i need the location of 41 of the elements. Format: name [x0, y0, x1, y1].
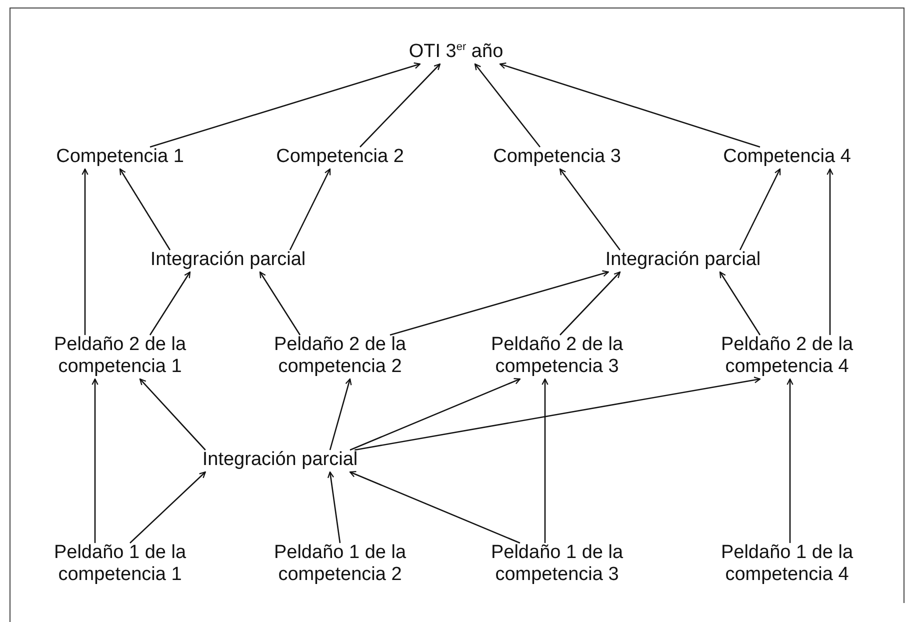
text-label: OTI 3$^{er}$ año — [408, 41, 504, 63]
text-label: Peldaño 2 de la competencia 2 — [265, 334, 415, 378]
arrow — [542, 378, 548, 543]
arrow — [329, 378, 352, 450]
arrow — [82, 168, 88, 335]
arrow — [289, 168, 331, 250]
text-label: Integración parcial — [202, 449, 358, 471]
arrow — [499, 62, 760, 148]
text-label: Integración parcial — [150, 249, 306, 271]
text-label: Peldaño 2 de la competencia 3 — [482, 334, 632, 378]
arrow — [327, 471, 341, 544]
text-label: Competencia 2 — [276, 146, 404, 168]
text-label: Integración parcial — [605, 249, 761, 271]
arrow — [149, 271, 191, 336]
arrow — [259, 271, 301, 336]
arrow — [350, 378, 521, 451]
text-label: Peldaño 2 de la competencia 1 — [45, 334, 195, 378]
arrow — [139, 378, 206, 450]
text-label: Peldaño 1 de la competencia 4 — [712, 542, 862, 586]
text-label: Peldaño 2 de la competencia 4 — [712, 334, 862, 378]
arrow — [719, 271, 761, 336]
arrow — [360, 63, 441, 148]
arrow — [474, 63, 541, 148]
arrow — [92, 378, 98, 543]
text-label: Peldaño 1 de la competencia 2 — [265, 542, 415, 586]
text-label: Competencia 1 — [56, 146, 184, 168]
arrow — [150, 62, 421, 148]
arrow — [560, 271, 621, 336]
arrow — [559, 168, 621, 250]
arrow — [739, 168, 781, 250]
text-label: Peldaño 1 de la competencia 1 — [45, 542, 195, 586]
arrow — [390, 270, 609, 336]
arrow — [119, 168, 171, 250]
text-label: Peldaño 1 de la competencia 3 — [482, 542, 632, 586]
arrow — [826, 168, 834, 335]
text-label: Competencia 4 — [723, 146, 851, 168]
arrow — [130, 471, 206, 544]
arrow — [349, 471, 520, 544]
arrow — [786, 378, 794, 543]
text-label: Competencia 3 — [493, 146, 621, 168]
arrow — [354, 376, 761, 451]
